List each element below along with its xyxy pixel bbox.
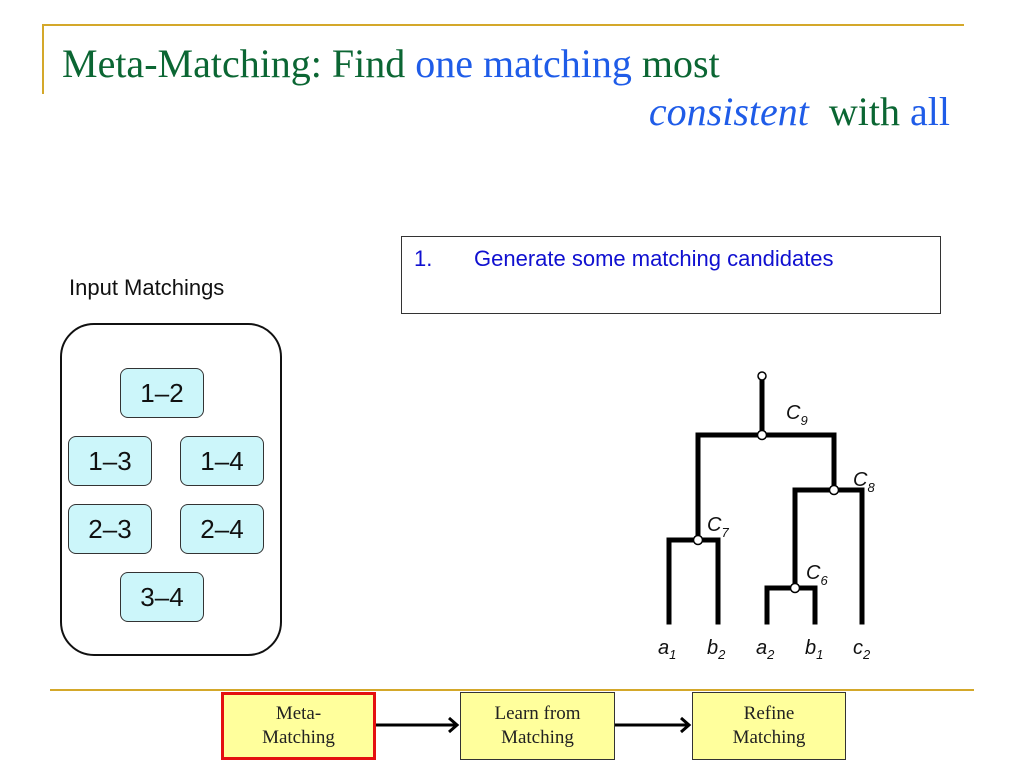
tree-leaf-label: b2 [707,637,726,662]
stage-label: Matching [501,727,574,748]
pipeline-stage-refine: Refine Matching [692,692,846,760]
title-seg-highlight: all [910,89,950,134]
tree-leaf-label: c2 [853,637,871,662]
arrow-head-icon [448,716,460,734]
tree-leaf-label: b1 [805,637,823,662]
input-matchings-label: Input Matchings [69,275,225,300]
pipeline-stage-learn: Learn from Matching [460,692,615,760]
tree-label-c6: C6 [806,562,828,588]
pipeline-stage-meta-matching: Meta- Matching [221,692,376,760]
matching-item: 2–4 [180,504,264,554]
matching-item: 1–4 [180,436,264,486]
title-seg-highlight: consistent [648,89,809,134]
title-frame-left-rule [42,24,44,94]
footer-rule [50,689,974,691]
input-matchings-container [60,323,282,656]
tree-node-c9 [756,429,768,441]
matching-item: 3–4 [120,572,204,622]
tree-label-c8: C8 [853,469,875,495]
tree-root-node [757,371,767,381]
slide-title: Meta-Matching: Find one matching most co… [62,40,962,136]
steps-box: 1. Generate some matching candidates [401,236,941,314]
stage-label: Learn from [494,703,581,724]
tree-label-c7: C7 [707,514,729,540]
title-seg: Meta-Matching: Find [62,41,416,86]
tree-leaf-label: a1 [658,637,676,662]
title-seg: with [808,89,911,134]
tree-leaf-label: a2 [756,637,775,662]
title-line-2: consistent with all [62,88,962,136]
title-line-1: Meta-Matching: Find one matching most [62,41,720,86]
matching-item: 1–3 [68,436,152,486]
tree-node-c7 [692,534,704,546]
matching-item: 1–2 [120,368,204,418]
tree-node-c6 [789,582,801,594]
stage-label: Matching [732,727,806,748]
stage-label: Meta- [275,703,322,724]
tree-label-c9: C9 [786,402,808,428]
stage-label: Matching [262,727,335,748]
step-number: 1. [414,246,433,271]
arrow-head-icon [680,716,692,734]
matching-item: 2–3 [68,504,152,554]
stage-label: Refine [743,703,795,724]
step-text: Generate some matching candidates [474,246,834,271]
title-frame-top-rule [42,24,964,26]
title-seg-highlight: one matching [415,41,632,86]
tree-node-c8 [828,484,840,496]
title-seg: most [631,41,720,86]
